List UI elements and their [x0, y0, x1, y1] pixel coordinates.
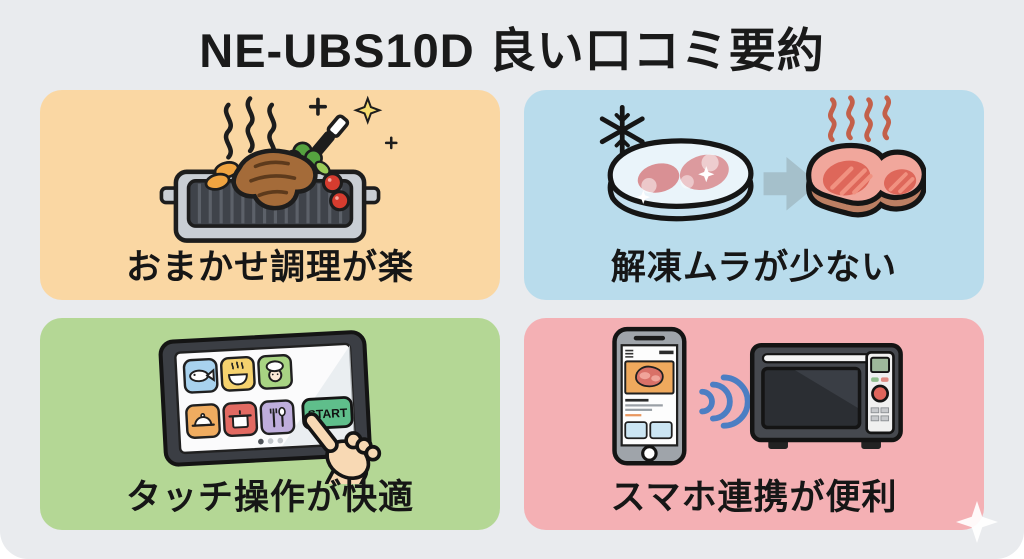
card-defrost: 解凍ムラが少ない	[524, 90, 984, 300]
fish-app-icon	[182, 357, 219, 394]
page-title: NE-UBS10D 良い口コミ要約	[199, 24, 825, 77]
dish-app-icon	[185, 403, 221, 439]
card-touch: START	[40, 318, 500, 530]
grilled-food-icon	[204, 141, 351, 212]
grill-pan-icon	[159, 95, 398, 243]
cutlery-app-icon	[259, 399, 296, 436]
auto-cooking-illustration	[134, 94, 406, 246]
arrow-icon	[763, 157, 819, 211]
thawed-meat-icon	[806, 142, 926, 218]
card-grid: おまかせ調理が楽	[40, 90, 984, 530]
card-auto-cooking: おまかせ調理が楽	[40, 90, 500, 300]
sparkle-icon	[956, 501, 998, 543]
card-label-smartphone: スマホ連携が便利	[610, 478, 898, 517]
wifi-waves-icon	[699, 374, 751, 429]
microwave-icon	[749, 343, 903, 449]
card-label-defrost: 解凍ムラが少ない	[610, 248, 898, 287]
defrost-icon	[599, 95, 926, 222]
snowflake-icon	[599, 104, 645, 156]
smartphone-icon	[612, 326, 687, 466]
tablet-icon: START	[158, 330, 382, 484]
chef-app-icon	[257, 354, 293, 390]
pot-app-icon	[222, 401, 259, 438]
card-smartphone: スマホ連携が便利	[524, 318, 984, 530]
card-label-auto-cooking: おまかせ調理が楽	[125, 248, 414, 287]
steam-icon	[223, 96, 277, 160]
defrost-illustration	[582, 94, 926, 242]
frozen-meat-icon	[599, 104, 754, 222]
touch-illustration: START	[139, 322, 401, 484]
pagination-dots	[258, 437, 284, 445]
smartphone-illustration	[593, 322, 915, 474]
soup-app-icon	[219, 355, 256, 392]
hand-touch-icon	[303, 412, 382, 484]
smartphone-microwave-icon	[612, 326, 903, 466]
heat-waves-icon	[828, 95, 891, 143]
card-label-touch: タッチ操作が快適	[125, 478, 414, 517]
